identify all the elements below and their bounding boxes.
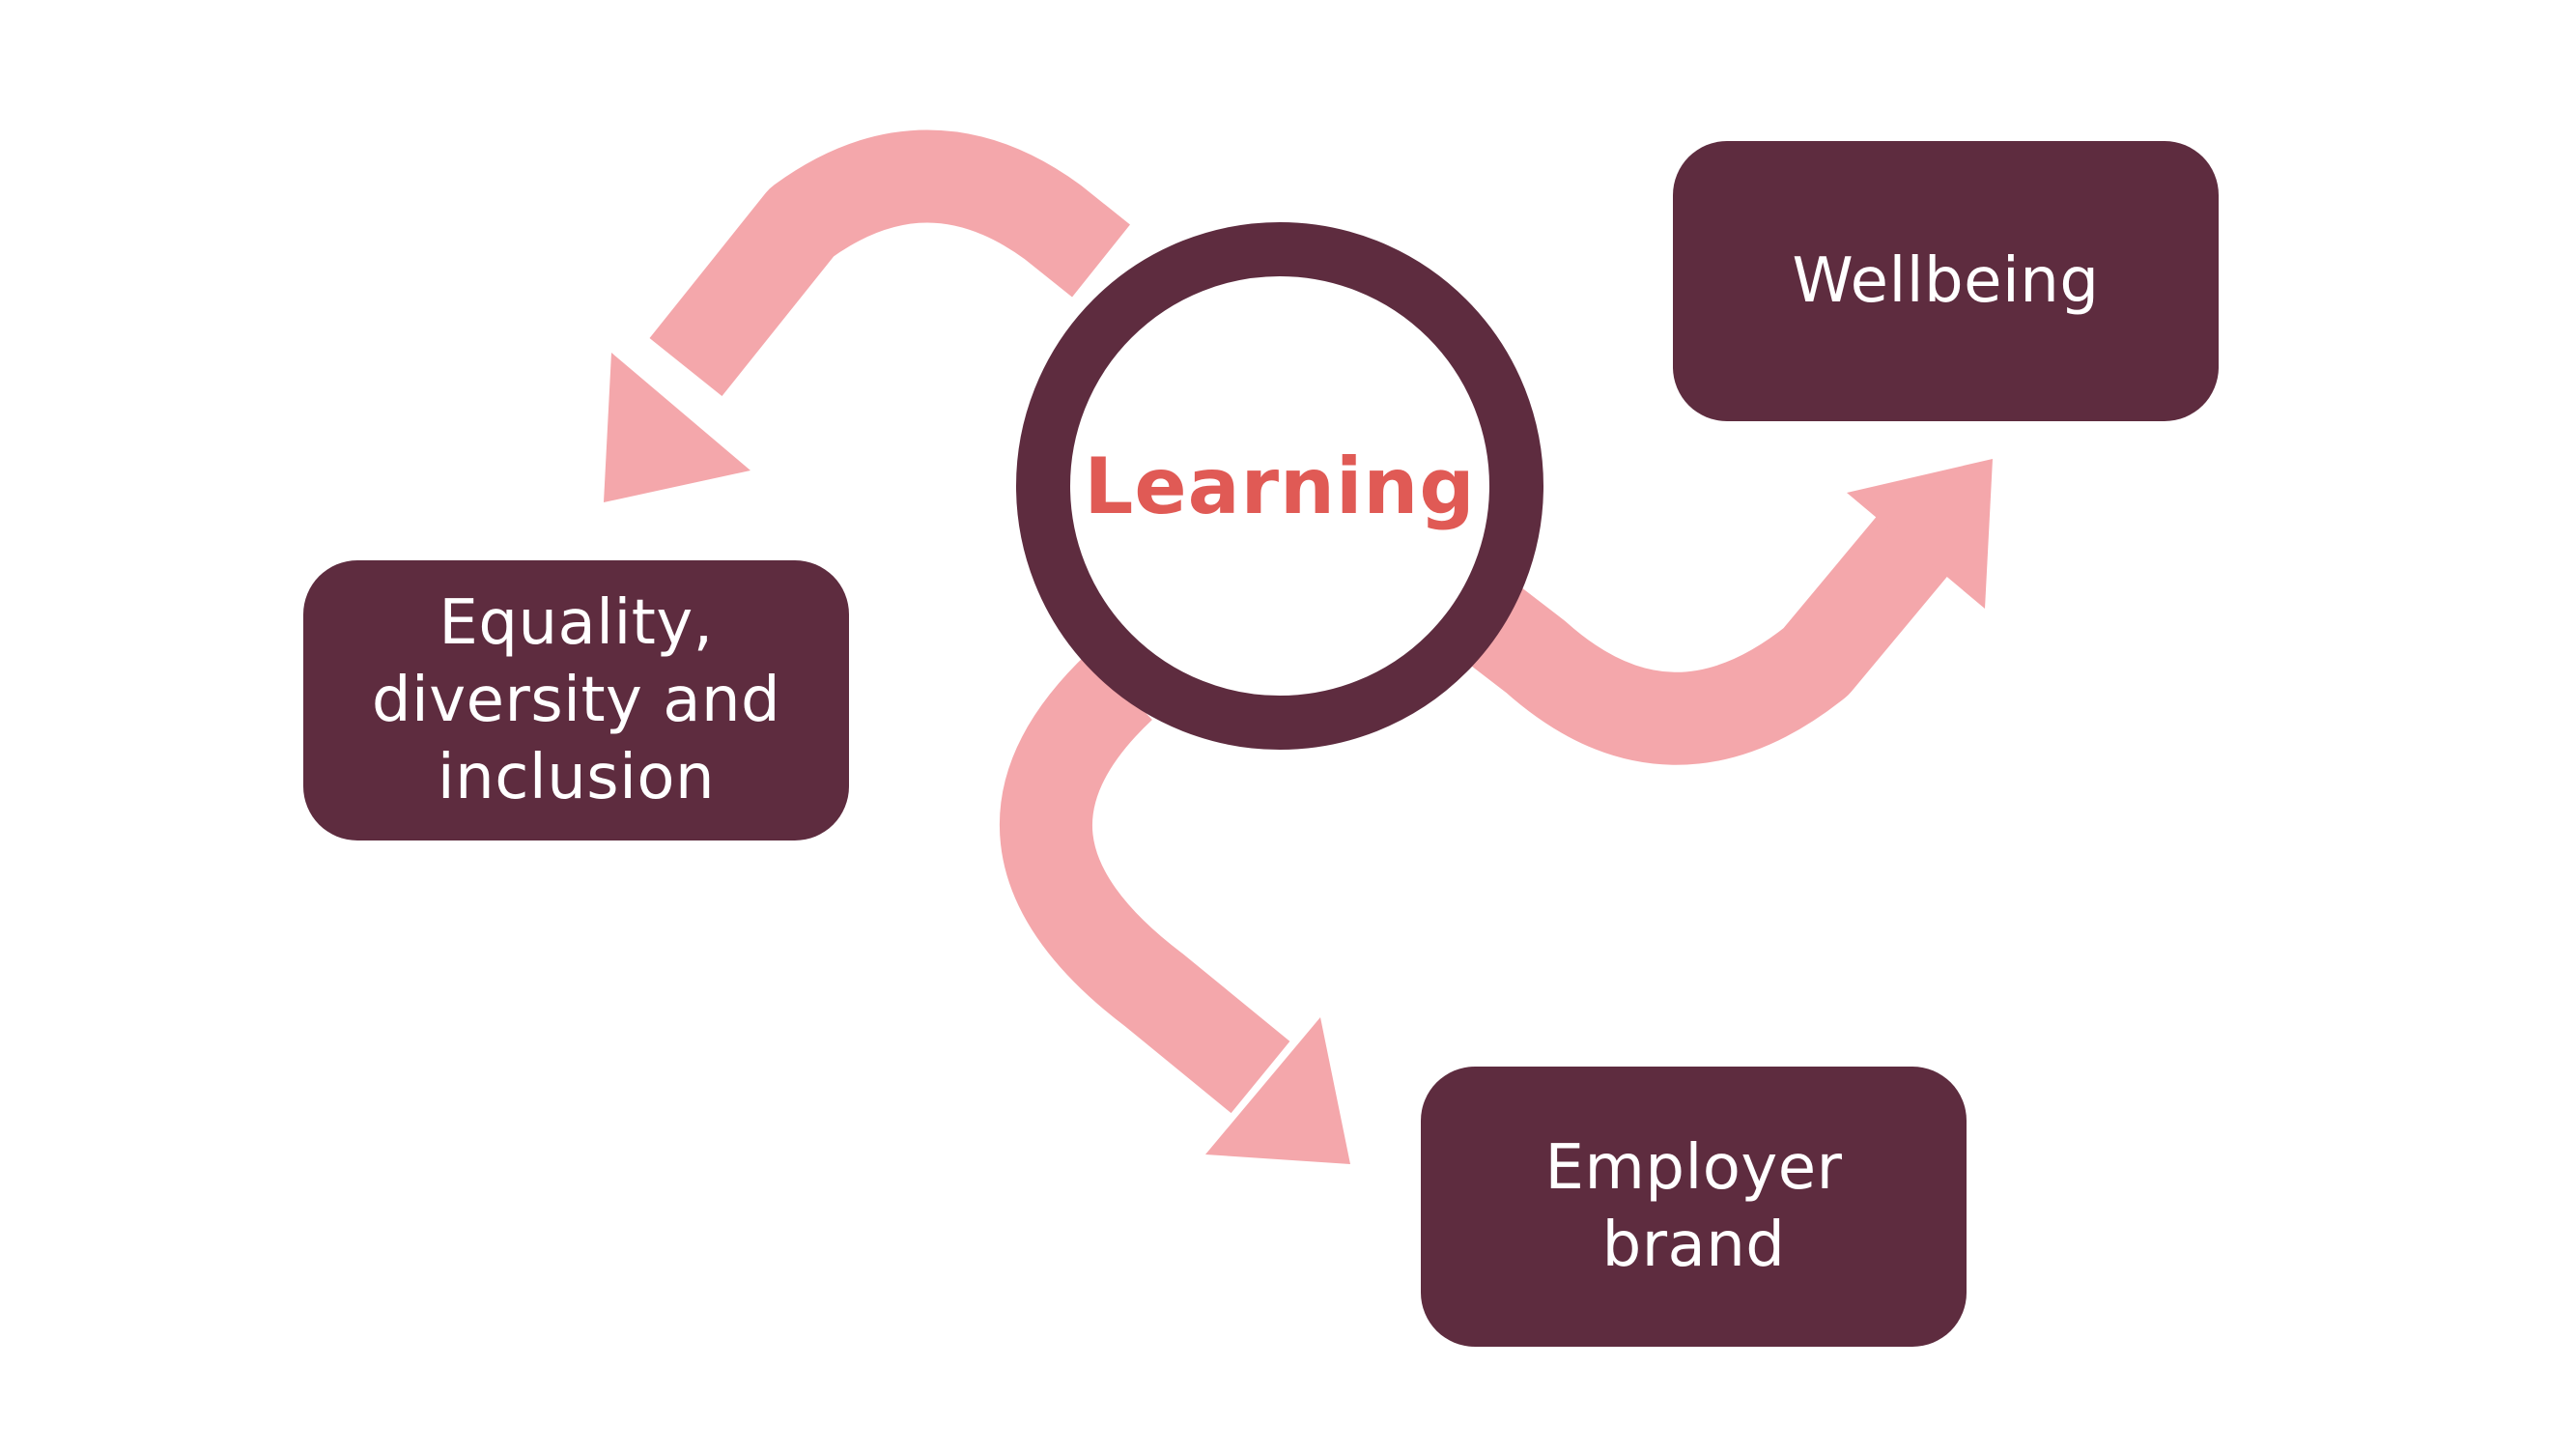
node-equality-label: Equality, diversity and inclusion — [371, 587, 781, 813]
learning-hub-circle: Learning — [1016, 222, 1543, 750]
node-wellbeing-label: Wellbeing — [1792, 245, 2100, 317]
node-employer-brand: Employer brand — [1421, 1067, 1967, 1347]
arrow-to-wellbeing — [1444, 459, 1993, 765]
hub-label: Learning — [1084, 441, 1476, 531]
node-equality: Equality, diversity and inclusion — [303, 560, 849, 840]
node-wellbeing: Wellbeing — [1673, 141, 2219, 421]
node-employer-label: Employer brand — [1544, 1132, 1843, 1281]
arrow-to-equality — [604, 129, 1130, 502]
arrow-to-employer — [1000, 652, 1350, 1164]
